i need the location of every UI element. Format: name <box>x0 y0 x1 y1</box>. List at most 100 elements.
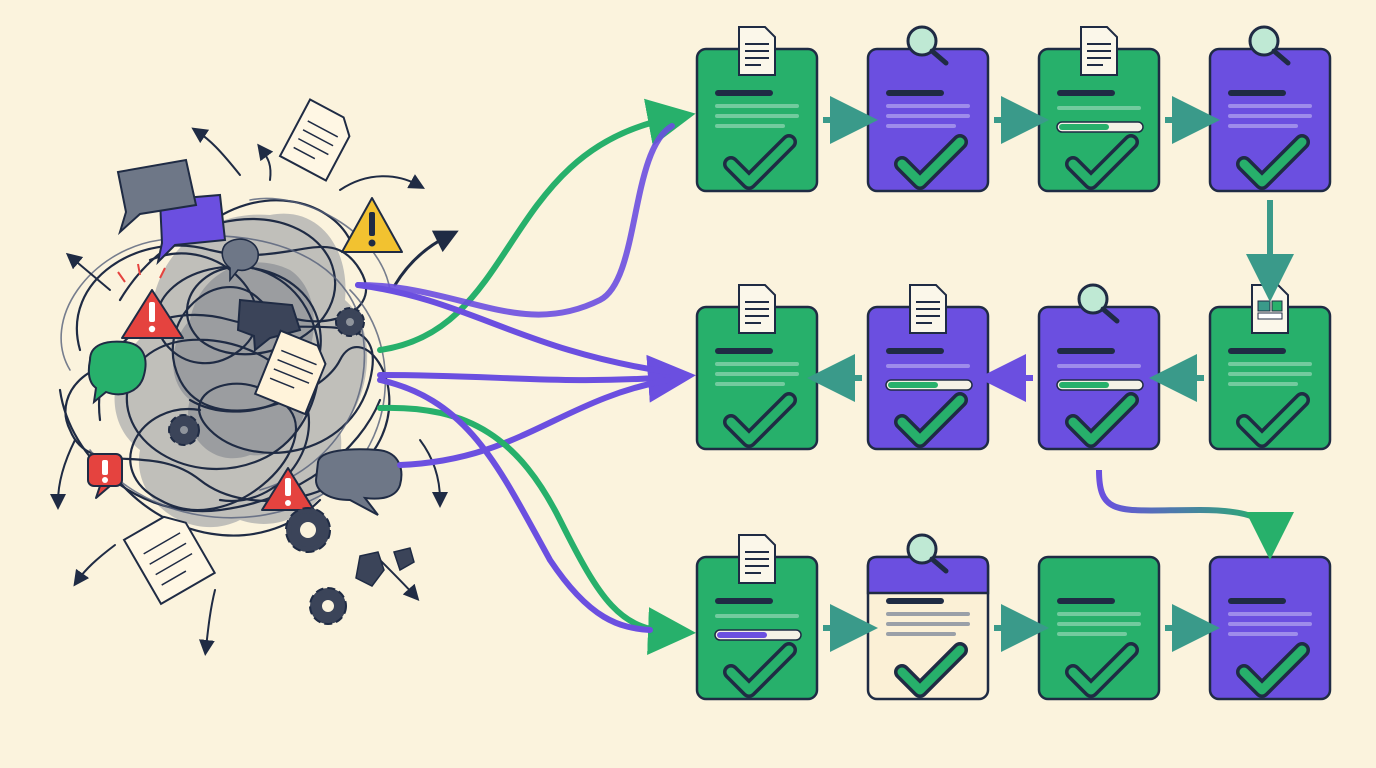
card-title-line <box>715 598 773 604</box>
workflow-grid <box>695 25 1332 701</box>
card-title-line <box>886 90 944 96</box>
warning-icon <box>117 263 184 339</box>
card-text-line <box>715 614 799 618</box>
chat-bubble-icon <box>87 340 147 405</box>
workflow-card[interactable] <box>695 284 819 451</box>
gear-icon <box>168 414 200 446</box>
gear-icon <box>309 587 347 625</box>
card-text-line <box>1228 612 1312 616</box>
arrow-icon <box>65 252 111 291</box>
card-text-line <box>715 104 799 108</box>
card-text-line <box>1228 114 1312 118</box>
card-text-line <box>886 622 970 626</box>
warning-icon <box>261 467 315 511</box>
arrow-icon <box>339 174 425 191</box>
chat-bubble-icon <box>221 238 259 283</box>
spreadsheet-icon <box>1251 284 1289 334</box>
workflow-card[interactable] <box>1037 26 1161 193</box>
stream-green-top <box>377 98 696 353</box>
stream-purple-mid-lower <box>397 377 671 468</box>
card-text-line <box>715 372 799 376</box>
card-text-line <box>886 364 970 368</box>
workflow-card[interactable] <box>1037 555 1161 701</box>
document-icon <box>253 329 327 416</box>
checkmark-icon-fill <box>897 395 965 445</box>
progress-fill <box>717 632 767 638</box>
checkmark-icon-fill <box>1239 395 1307 445</box>
arrow-icon <box>191 127 241 176</box>
magnifier-icon <box>1077 283 1120 324</box>
gear-icon <box>285 507 331 553</box>
magnifier-icon <box>1248 25 1291 66</box>
progress-fill <box>1059 124 1109 130</box>
card-text-line <box>1228 362 1312 366</box>
card-title-line <box>715 90 773 96</box>
checkmark-icon-fill <box>1239 137 1307 187</box>
chat-bubble-icon <box>236 298 302 352</box>
document-icon <box>738 284 776 334</box>
arrow-icon <box>379 559 420 601</box>
card-text-line <box>715 114 799 118</box>
arrow-icon <box>419 439 448 508</box>
workflow-card[interactable] <box>866 25 990 193</box>
arrow-icon <box>393 230 459 287</box>
workflow-card[interactable] <box>695 534 819 701</box>
stream-purple-low <box>377 377 653 633</box>
card-text-line <box>1057 632 1127 636</box>
progress-fill <box>888 382 938 388</box>
card-text-line <box>1228 124 1298 128</box>
stream-purple-mid-upper <box>355 282 671 375</box>
checkmark-icon-fill <box>726 395 794 445</box>
card-title-line <box>886 598 944 604</box>
card-title-line <box>1228 348 1286 354</box>
gear-fragment-icon <box>355 547 415 587</box>
workflow-card[interactable] <box>866 284 990 451</box>
workflow-card[interactable] <box>1208 284 1332 451</box>
arrow-icon <box>73 544 116 587</box>
card-text-line <box>1057 106 1141 110</box>
magnifier-icon <box>906 25 949 66</box>
arrow-icon <box>257 143 274 181</box>
document-icon <box>278 98 351 182</box>
chat-bubble-icon <box>116 158 227 266</box>
stream-purple-top <box>355 123 675 318</box>
outward-arrows <box>50 127 459 656</box>
workflow-card[interactable] <box>866 533 990 701</box>
arrow-icon <box>198 589 216 656</box>
arrow-icon <box>50 439 76 510</box>
card-title-line <box>1057 348 1115 354</box>
card-text-line <box>886 612 970 616</box>
document-icon <box>738 26 776 76</box>
card-title-line <box>1057 598 1115 604</box>
card-text-line <box>715 362 799 366</box>
card-title-line <box>1228 90 1286 96</box>
workflow-card[interactable] <box>1037 283 1161 451</box>
card-title-line <box>715 348 773 354</box>
workflow-card[interactable] <box>1208 25 1332 193</box>
progress-fill <box>1059 382 1109 388</box>
checkmark-icon-fill <box>897 137 965 187</box>
workflow-card[interactable] <box>1208 555 1332 701</box>
card-text-line <box>1228 104 1312 108</box>
warning-icon <box>341 197 403 253</box>
checkmark-icon-fill <box>1068 137 1136 187</box>
warning-icon <box>87 453 123 499</box>
chat-bubble-icon <box>314 448 403 516</box>
flow-arrow-curve <box>1096 469 1294 560</box>
card-text-line <box>1057 612 1141 616</box>
card-text-line <box>886 114 970 118</box>
card-title-line <box>1057 90 1115 96</box>
card-header-band <box>866 555 990 595</box>
chaos-tangle <box>50 98 459 656</box>
card-text-line <box>886 632 956 636</box>
workflow-card[interactable] <box>695 26 819 193</box>
document-icon <box>1080 26 1118 76</box>
card-text-line <box>1228 622 1312 626</box>
card-title-line <box>886 348 944 354</box>
card-text-line <box>1228 372 1312 376</box>
document-icon <box>909 284 947 334</box>
card-text-line <box>715 124 785 128</box>
card-text-line <box>1057 622 1141 626</box>
magnifier-icon <box>906 533 949 574</box>
checkmark-icon-fill <box>1239 645 1307 695</box>
